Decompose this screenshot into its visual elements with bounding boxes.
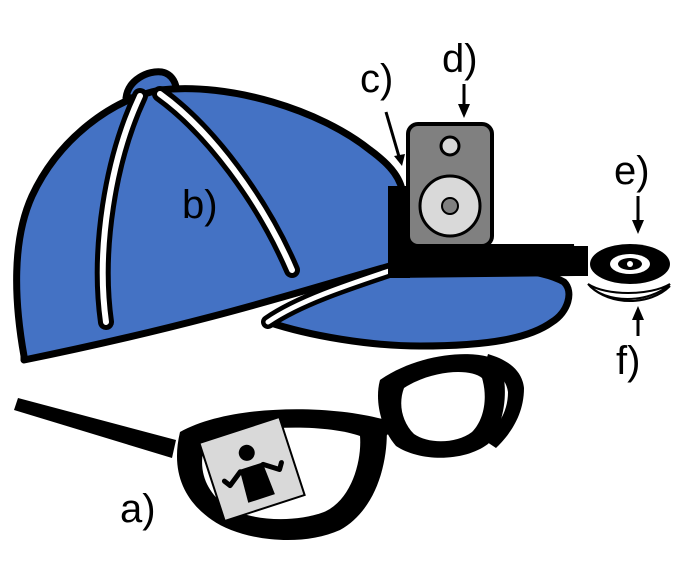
label-c: c) [360, 57, 393, 101]
glasses [14, 354, 524, 541]
speaker-woofer-center [441, 197, 459, 215]
speaker [406, 122, 494, 248]
label-e: e) [614, 149, 650, 193]
glasses-left-arm [14, 398, 176, 458]
eye-lid [587, 283, 671, 300]
label-a: a) [120, 487, 156, 531]
eye-bottom-arc [589, 285, 671, 302]
glasses-right-lens [401, 372, 485, 442]
label-d: d) [442, 37, 478, 81]
person-shrugging-icon [198, 415, 306, 523]
speaker-tweeter [439, 135, 461, 157]
eye-sensor [587, 244, 671, 302]
label-b: b) [182, 183, 218, 227]
cap-seam-stripes [94, 86, 300, 330]
arrow-c [384, 111, 402, 161]
labels: a) b) c) d) e) f) [120, 37, 650, 531]
mount-assembly [388, 186, 588, 278]
eye-highlight [627, 261, 633, 267]
glasses-right-arm [484, 354, 524, 448]
cap [13, 68, 573, 364]
mount-connector [572, 246, 588, 276]
pointer-arrows [384, 84, 644, 336]
mount-bar [388, 244, 576, 278]
label-f: f) [616, 339, 640, 383]
